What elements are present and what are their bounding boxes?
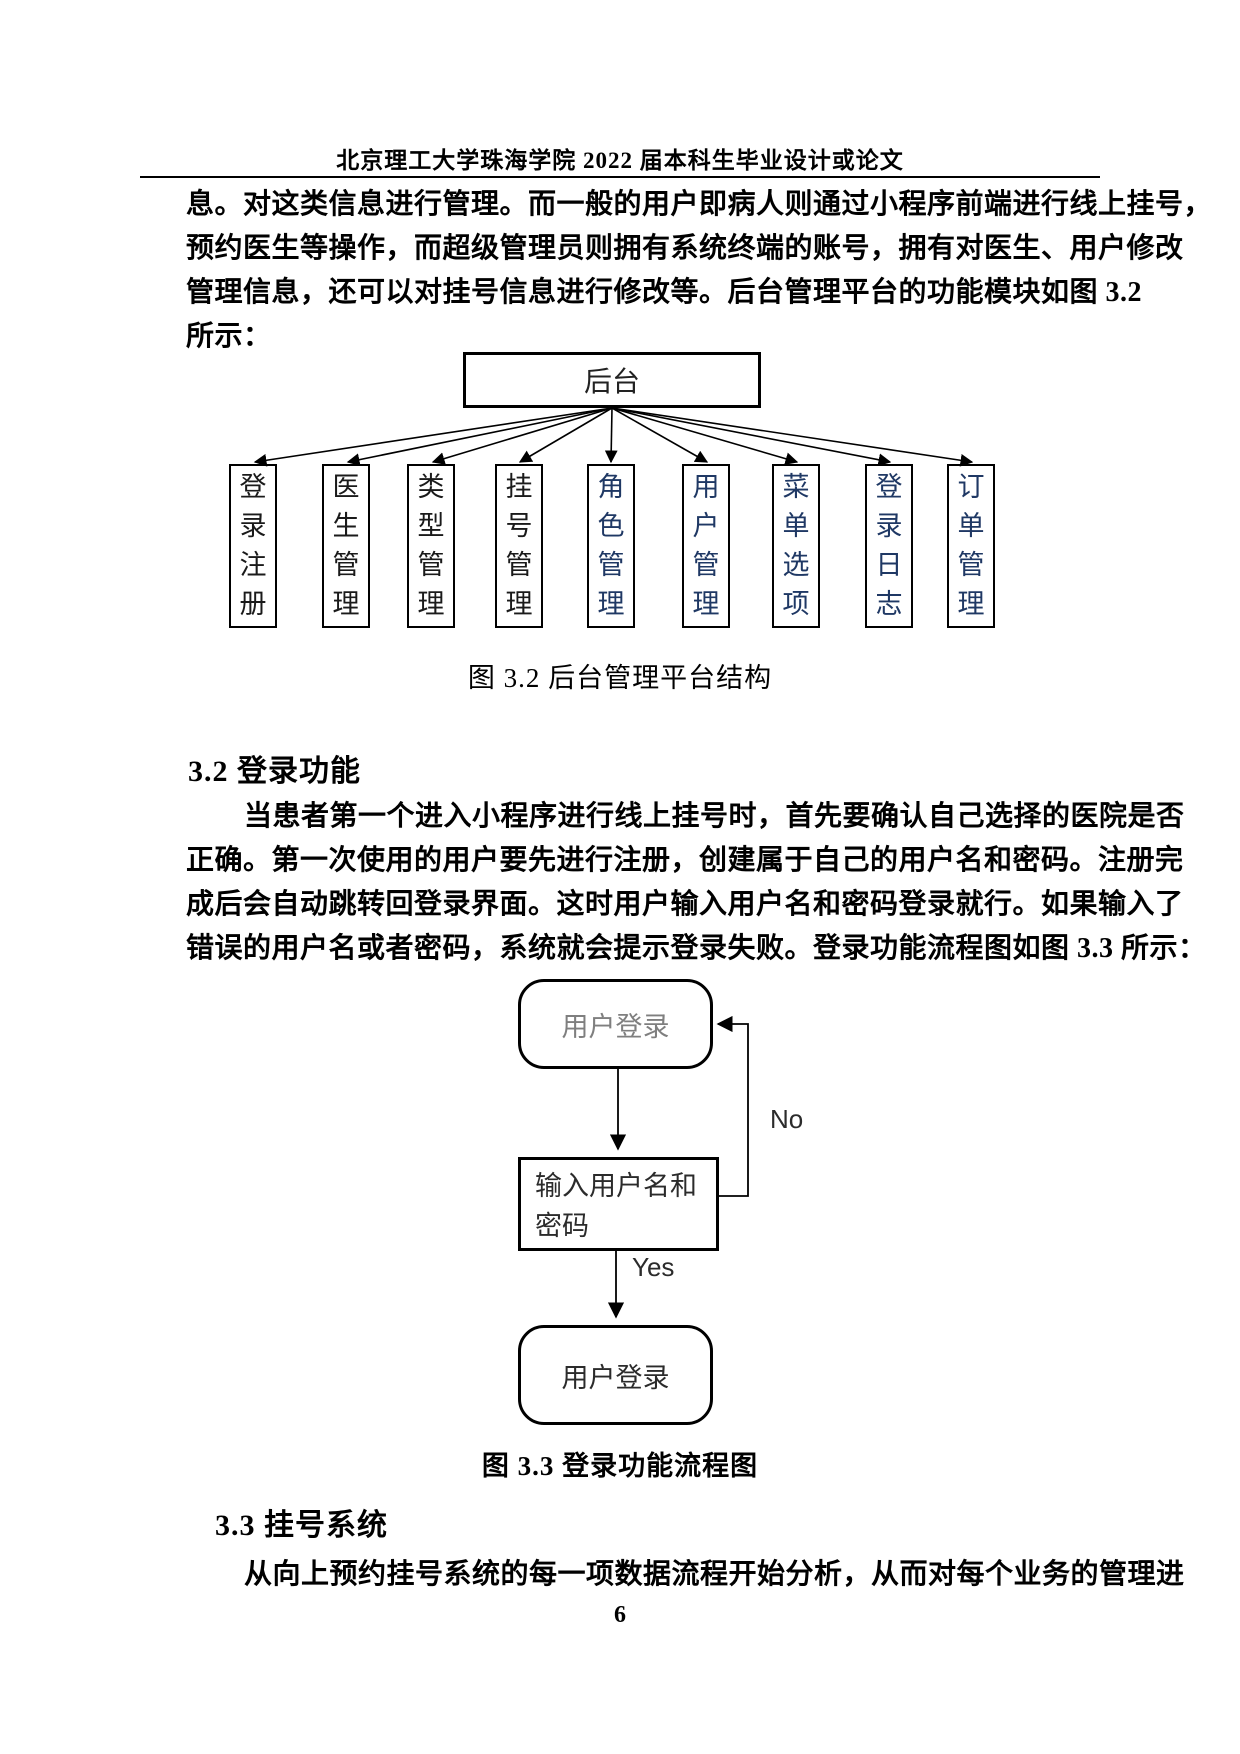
figure-3-3-caption: 图 3.3 登录功能流程图 (481, 1451, 759, 1481)
org-box-label: 类型管理 (417, 472, 445, 619)
flow-end-box: 用户登录 (518, 1325, 713, 1425)
org-box-label: 角色管理 (597, 472, 625, 619)
figure-3-2-caption: 图 3.2 后台管理平台结构 (467, 663, 773, 693)
org-box-label: 挂号管理 (505, 472, 533, 619)
paragraph-line: 管理信息，还可以对挂号信息进行修改等。后台管理平台的功能模块如图 3.2 (186, 277, 1143, 308)
page-header-title: 北京理工大学珠海学院 2022 届本科生毕业设计或论文 (336, 148, 904, 173)
paragraph-line: 当患者第一个进入小程序进行线上挂号时，首先要确认自己选择的医院是否 (244, 801, 1185, 832)
org-box-login-register: 登录注册 (229, 464, 277, 628)
section-3-2-heading: 3.2 登录功能 (188, 755, 361, 788)
org-box-label: 登录日志 (875, 472, 903, 619)
org-box-user-mgmt: 用户管理 (682, 464, 730, 628)
flow-yes-label: Yes (632, 1252, 675, 1282)
paragraph-line: 从向上预约挂号系统的每一项数据流程开始分析，从而对每个业务的管理进 (244, 1559, 1185, 1590)
paragraph-line: 错误的用户名或者密码，系统就会提示登录失败。登录功能流程图如图 3.3 所示： (186, 933, 1207, 964)
flow-input-label: 输入用户名和密码 (535, 1171, 697, 1241)
flow-no-label: No (770, 1104, 804, 1134)
flow-end-label: 用户登录 (561, 1362, 670, 1393)
org-box-type-mgmt: 类型管理 (407, 464, 455, 628)
paragraph-line: 所示： (186, 321, 272, 352)
flow-start-label: 用户登录 (561, 1011, 670, 1042)
paragraph-line: 息。对这类信息进行管理。而一般的用户即病人则通过小程序前端进行线上挂号， (186, 189, 1213, 220)
paragraph-line: 正确。第一次使用的用户要先进行注册，创建属于自己的用户名和密码。注册完 (186, 845, 1184, 876)
org-box-label: 菜单选项 (782, 472, 810, 619)
org-root-label: 后台 (583, 366, 640, 397)
paragraph-line: 成后会自动跳转回登录界面。这时用户输入用户名和密码登录就行。如果输入了 (186, 889, 1184, 920)
flow-input-box: 输入用户名和密码 (518, 1157, 719, 1251)
org-box-login-log: 登录日志 (865, 464, 913, 628)
org-box-doctor-mgmt: 医生管理 (322, 464, 370, 628)
page-number: 6 (614, 1602, 626, 1628)
paragraph-line: 预约医生等操作，而超级管理员则拥有系统终端的账号，拥有对医生、用户修改 (186, 233, 1184, 264)
flow-start-box: 用户登录 (518, 979, 713, 1069)
header-rule (140, 176, 1100, 178)
org-box-order-mgmt: 订单管理 (947, 464, 995, 628)
org-box-registration-mgmt: 挂号管理 (495, 464, 543, 628)
org-box-label: 订单管理 (957, 472, 985, 619)
section-3-3-heading: 3.3 挂号系统 (215, 1509, 388, 1542)
org-box-label: 医生管理 (332, 472, 360, 619)
org-box-label: 登录注册 (239, 472, 267, 619)
org-box-menu-options: 菜单选项 (772, 464, 820, 628)
org-box-label: 用户管理 (692, 472, 720, 619)
org-root-box: 后台 (463, 352, 761, 408)
org-box-role-mgmt: 角色管理 (587, 464, 635, 628)
